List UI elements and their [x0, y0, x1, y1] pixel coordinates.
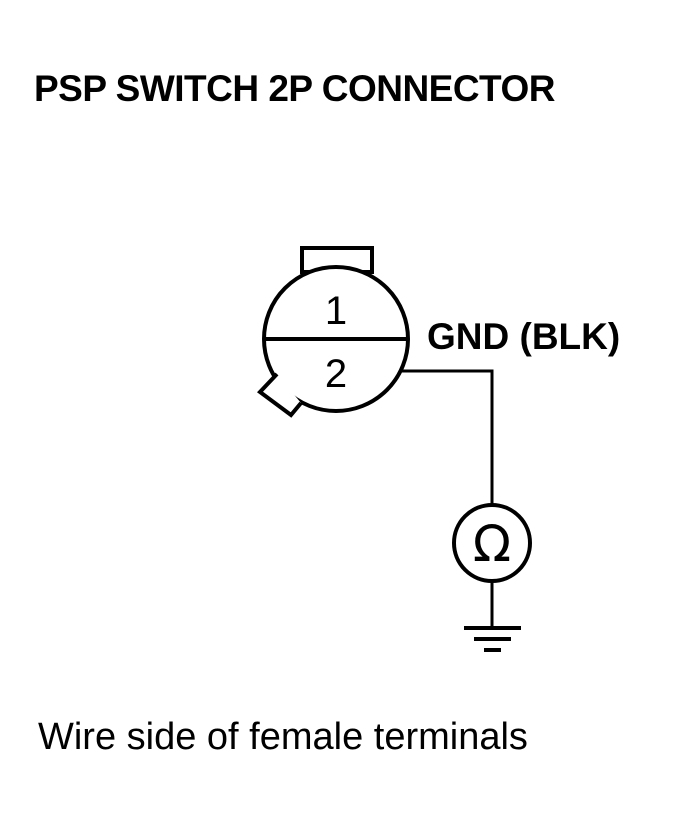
ground-icon: [464, 626, 521, 652]
ohmmeter-icon: Ω: [452, 503, 532, 583]
terminal-1-label: 1: [325, 289, 347, 333]
ohm-symbol: Ω: [473, 515, 511, 573]
connector-key: [256, 372, 303, 418]
diagram-title: PSP SWITCH 2P CONNECTOR: [34, 68, 556, 109]
terminal-2-label: 2: [325, 352, 347, 396]
diagram-caption: Wire side of female terminals: [38, 716, 528, 758]
connector-icon: [256, 246, 410, 418]
wire-label: GND (BLK): [427, 316, 620, 357]
ground-wire: [402, 369, 494, 505]
